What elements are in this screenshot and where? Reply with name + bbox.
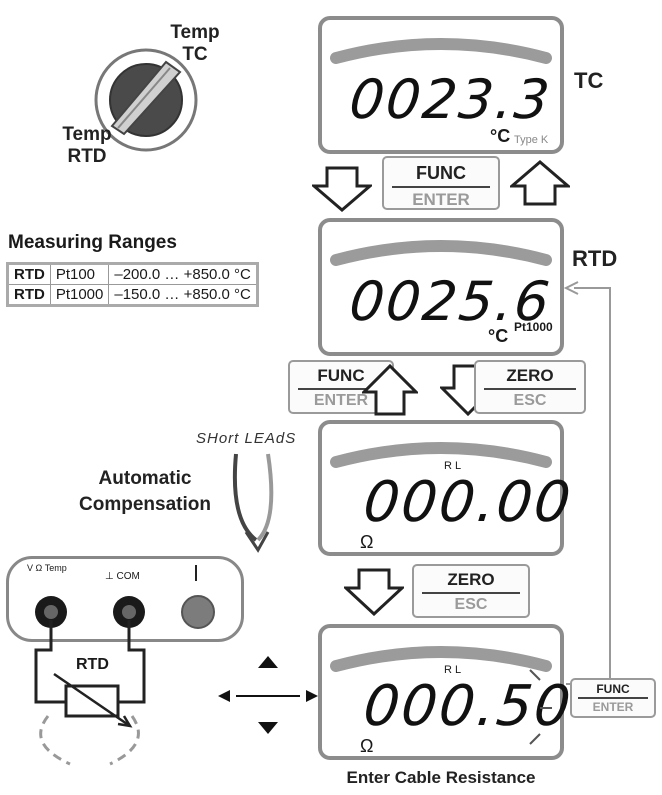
short-leads-label: SHort LEAdS	[196, 430, 297, 447]
rtd-probe-label: RTD	[76, 656, 109, 673]
side-label-rtd: RTD	[572, 246, 618, 271]
measuring-ranges-title: Measuring Ranges	[8, 232, 177, 253]
return-arrow-icon	[564, 281, 611, 685]
side-label-tc: TC	[574, 68, 604, 93]
arrow-up-icon	[510, 160, 570, 206]
blink-rays-icon	[529, 669, 552, 745]
table-row: RTD Pt1000 –150.0 … +850.0 °C	[7, 284, 258, 306]
enter-cable-resistance-label: Enter Cable Resistance	[346, 768, 536, 787]
rl-indicator: R L	[444, 664, 462, 676]
func-enter-key-3[interactable]: FUNC ENTER	[570, 678, 656, 718]
rotary-switch-icon	[94, 48, 198, 152]
display-unit: Ω	[360, 736, 374, 756]
zero-esc-key-1[interactable]: ZERO ESC	[474, 360, 586, 414]
display-arc	[330, 442, 552, 468]
arrow-down-icon	[344, 568, 404, 616]
rtd-probe-wiring-icon	[34, 620, 146, 766]
jack1-label: V Ω Temp	[27, 563, 67, 573]
display-arc	[330, 646, 552, 672]
measuring-ranges-table: RTD Pt100 –200.0 … +850.0 °C RTD Pt1000 …	[6, 262, 259, 307]
display-rl-enter: R L 000.50 Ω	[318, 624, 575, 760]
shorted-leads-icon	[232, 453, 274, 553]
display-rtd: 0025.6 °C Pt1000	[318, 218, 564, 356]
display-arc	[330, 240, 552, 266]
display-arc	[330, 38, 552, 64]
arrow-up-icon	[362, 364, 418, 416]
display-sub: Type K	[514, 134, 549, 146]
table-row: RTD Pt100 –200.0 … +850.0 °C	[7, 263, 258, 285]
jack2-label: ⊥ COM	[105, 571, 140, 582]
display-rl-short: R L 000.00 Ω	[318, 420, 575, 556]
direction-keys-icon	[218, 656, 318, 734]
display-sub: Pt1000	[514, 320, 553, 334]
display-unit: °C	[488, 326, 509, 346]
rl-indicator: R L	[444, 460, 462, 472]
display-tc: 0023.3 °C Type K	[318, 16, 564, 154]
display-reading: 000.00	[360, 470, 576, 535]
rotary-dial[interactable]	[88, 38, 208, 158]
display-unit: °C	[490, 126, 511, 146]
display-reading: 0023.3	[346, 68, 555, 131]
arrow-down-icon	[312, 166, 372, 212]
zero-esc-key-2[interactable]: ZERO ESC	[412, 564, 530, 618]
display-unit: Ω	[360, 532, 374, 552]
func-enter-key-1[interactable]: FUNC ENTER	[382, 156, 500, 210]
input-jacks-icon	[35, 595, 215, 629]
jack3-mark	[195, 565, 197, 581]
